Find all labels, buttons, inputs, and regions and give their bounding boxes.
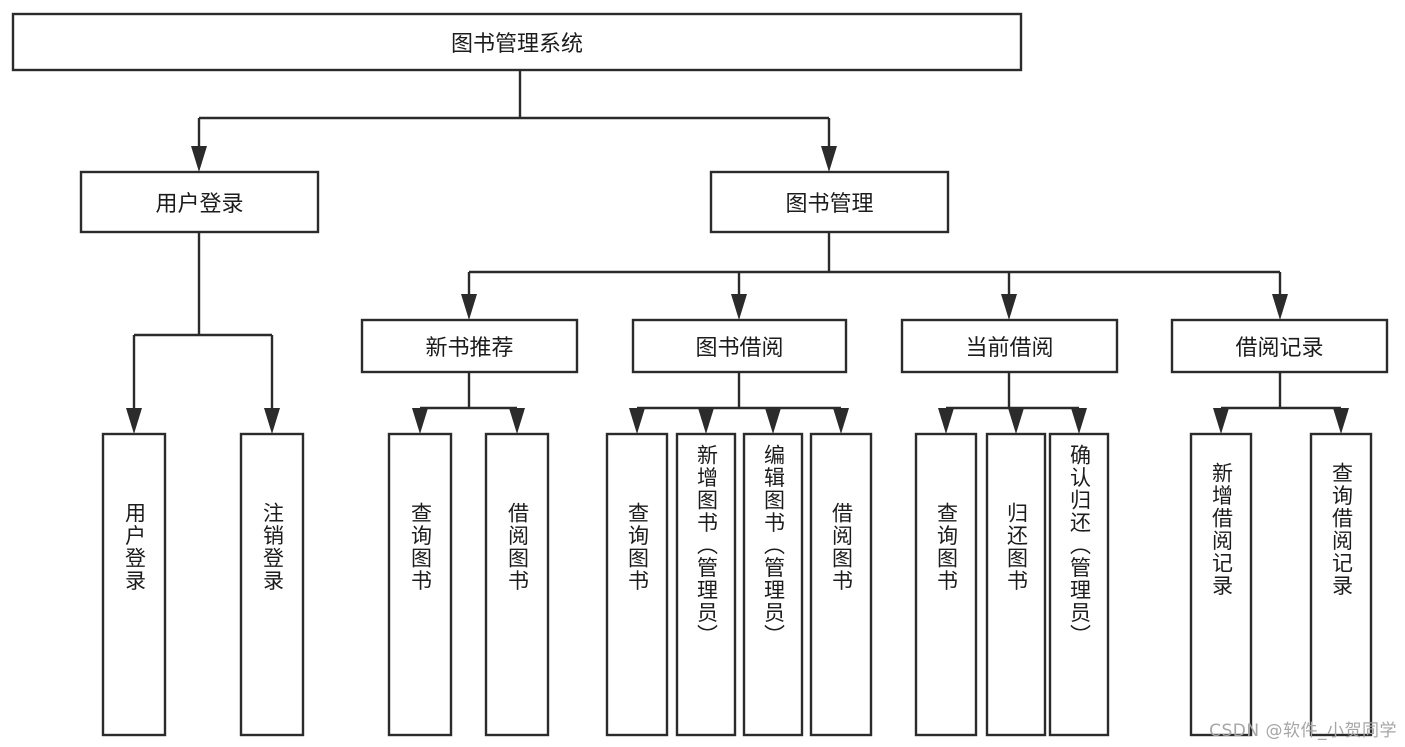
- node-root-system[interactable]: [11, 12, 1023, 72]
- leaf-box-borrow-records-1[interactable]: [1189, 432, 1253, 737]
- arrowhead-leaf-book-borrow-2: [698, 408, 714, 434]
- leaf-box-user-login-1[interactable]: [101, 432, 167, 737]
- leaf-box-book-borrow-4[interactable]: [809, 432, 873, 737]
- arrowhead-user-login: [191, 146, 207, 172]
- leaf-box-current-borrow-2[interactable]: [985, 432, 1047, 737]
- arrowhead-leaf-book-borrow-3: [765, 408, 781, 434]
- arrowhead-leaf-new-book-2: [509, 408, 525, 434]
- arrowhead-leaf-borrow-records-1: [1213, 408, 1229, 434]
- arrowhead-leaf-current-borrow-3: [1071, 408, 1087, 434]
- leaf-box-book-borrow-2[interactable]: [675, 432, 737, 737]
- arrowhead-node-new-book: [461, 294, 477, 320]
- leaf-box-new-book-1[interactable]: [387, 432, 453, 737]
- arrowhead-leaf-borrow-records-2: [1333, 408, 1349, 434]
- node-current-borrow[interactable]: [900, 318, 1119, 374]
- node-borrow-records[interactable]: [1170, 318, 1389, 374]
- arrowhead-leaf-book-borrow-1: [629, 408, 645, 434]
- arrowhead-leaf-book-borrow-4: [833, 408, 849, 434]
- leaf-box-new-book-2[interactable]: [484, 432, 550, 737]
- arrowhead-leaf-new-book-1: [412, 408, 428, 434]
- arrowhead-node-current-borrow: [1001, 294, 1017, 320]
- arrowhead-leaf-current-borrow-1: [938, 408, 954, 434]
- arrowhead-leaf-user-login-1: [126, 408, 142, 434]
- leaf-box-borrow-records-2[interactable]: [1309, 432, 1373, 737]
- arrowhead-node-borrow-records: [1272, 294, 1288, 320]
- arrowhead-book-mgmt: [821, 146, 837, 172]
- arrowhead-leaf-user-login-2: [264, 408, 280, 434]
- leaf-box-book-borrow-3[interactable]: [742, 432, 804, 737]
- node-book-borrow[interactable]: [631, 318, 848, 374]
- node-user-login[interactable]: [79, 170, 320, 234]
- leaf-box-current-borrow-1[interactable]: [914, 432, 978, 737]
- arrowhead-node-book-borrow: [731, 294, 747, 320]
- arrowhead-leaf-current-borrow-2: [1008, 408, 1024, 434]
- node-new-book-recommend[interactable]: [360, 318, 579, 374]
- node-book-management[interactable]: [709, 170, 950, 234]
- leaf-box-user-login-2[interactable]: [239, 432, 305, 737]
- leaf-box-book-borrow-1[interactable]: [605, 432, 669, 737]
- leaf-box-current-borrow-3[interactable]: [1048, 432, 1110, 737]
